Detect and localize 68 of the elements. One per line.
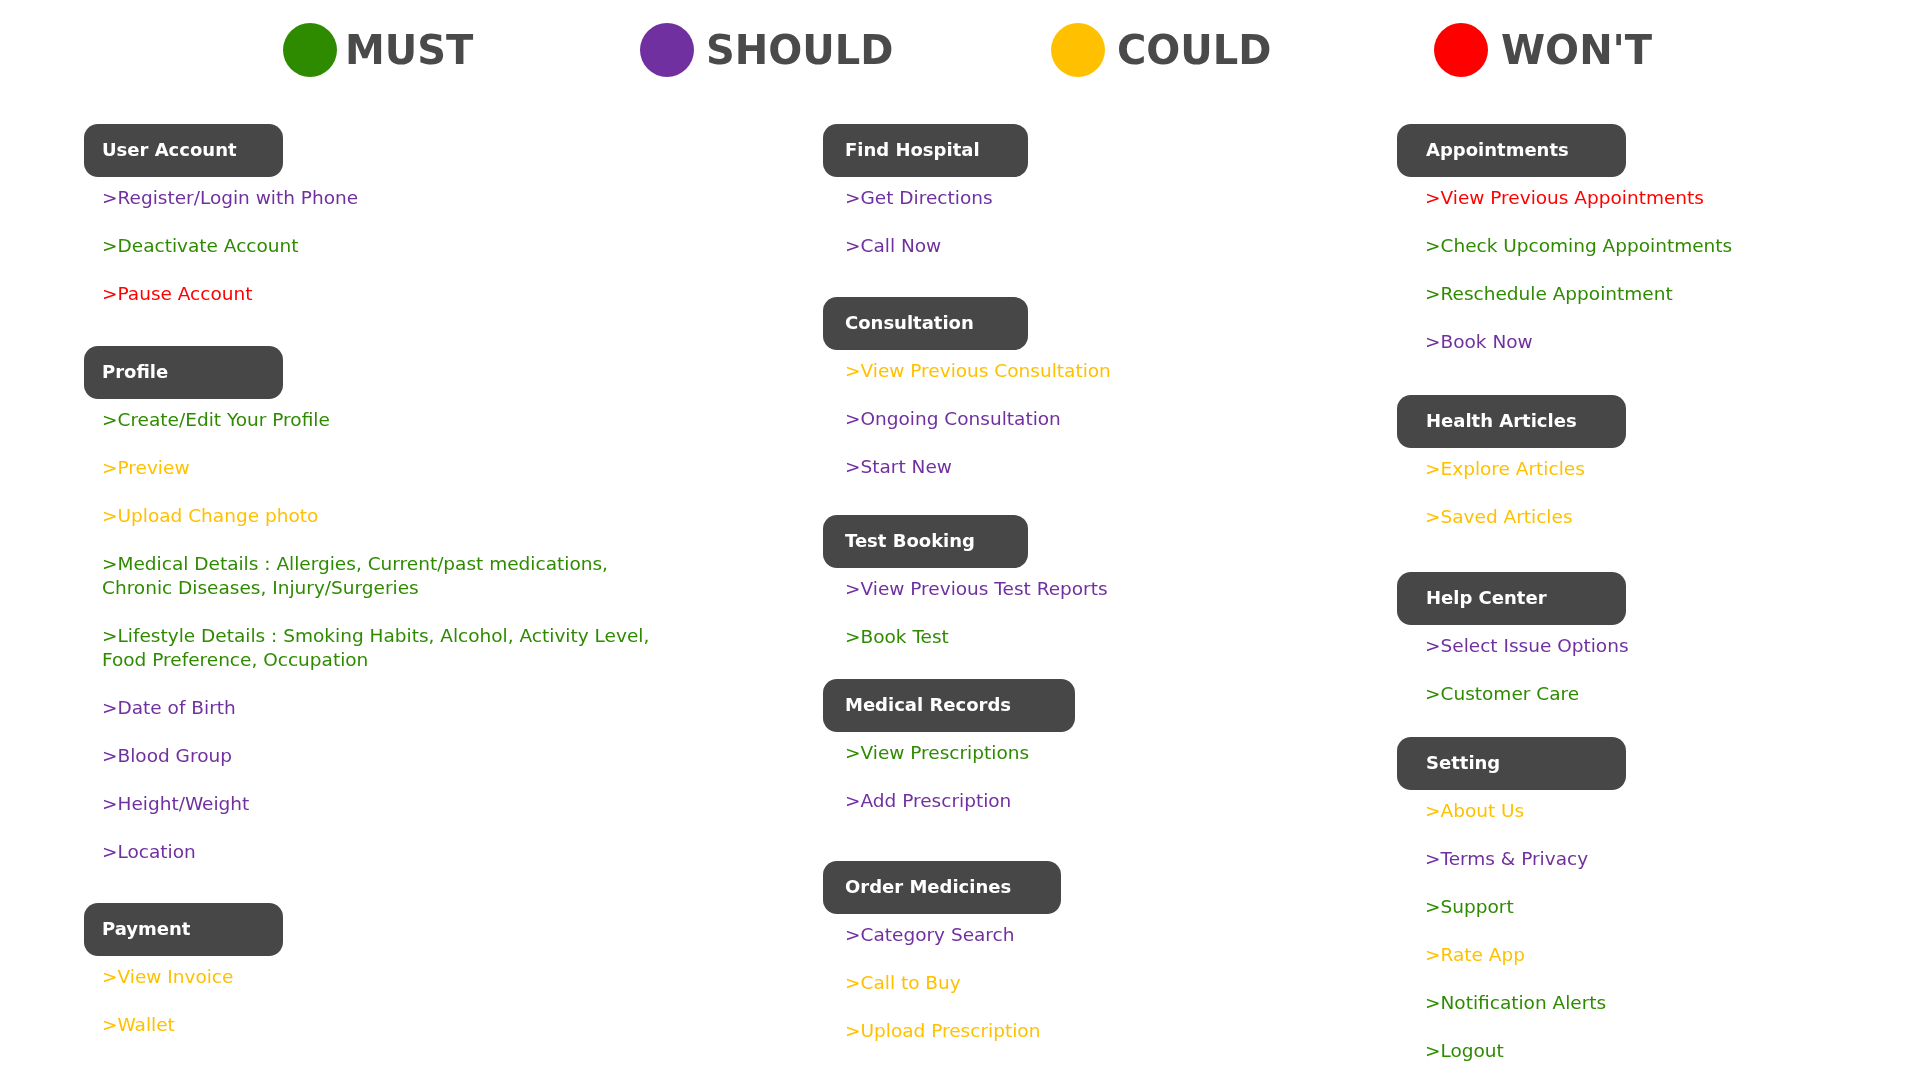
section-title: Medical Records — [845, 694, 1012, 716]
feature-item: >Blood Group — [102, 744, 232, 768]
feature-item: >Call Now — [845, 234, 942, 258]
feature-item: >View Previous Consultation — [845, 359, 1111, 383]
feature-item: >Register/Login with Phone — [102, 186, 359, 210]
section-title: Payment — [102, 918, 192, 940]
section-header — [84, 123, 283, 177]
feature-item: >Book Now — [1425, 330, 1533, 354]
feature-item: >Notification Alerts — [1425, 991, 1607, 1015]
feature-item: >Preview — [102, 456, 190, 480]
section-header — [1397, 394, 1626, 448]
section-header — [1397, 123, 1626, 177]
feature-item: >Date of Birth — [102, 696, 236, 720]
feature-item: >Check Upcoming Appointments — [1425, 234, 1733, 258]
section-header — [84, 345, 283, 399]
section-title: Appointments — [1426, 139, 1570, 161]
legend-label: COULD — [1117, 26, 1272, 74]
feature-item: >Saved Articles — [1425, 505, 1573, 529]
section-header — [823, 123, 1028, 177]
section-title: Find Hospital — [845, 139, 981, 161]
feature-item: >Support — [1425, 895, 1514, 919]
section-title: Profile — [102, 361, 170, 383]
feature-item: >Book Test — [845, 625, 949, 649]
feature-item: >View Invoice — [102, 965, 234, 989]
section-title: Order Medicines — [845, 876, 1013, 898]
section-header — [84, 902, 283, 956]
feature-item: >Start New — [845, 455, 952, 479]
section-title: Consultation — [845, 312, 975, 334]
legend-label: SHOULD — [706, 26, 894, 74]
feature-item: >Call to Buy — [845, 971, 961, 995]
feature-item: >View Prescriptions — [845, 741, 1030, 765]
section-header — [1397, 736, 1626, 790]
section-header — [823, 860, 1061, 914]
feature-item: >Reschedule Appointment — [1425, 282, 1673, 306]
legend-label: WON'T — [1501, 26, 1653, 74]
section-header — [823, 678, 1075, 732]
feature-item: >Ongoing Consultation — [845, 407, 1061, 431]
feature-item: >Category Search — [845, 923, 1015, 947]
feature-item: >Deactivate Account — [102, 234, 299, 258]
section-header — [823, 296, 1028, 350]
section-title: Health Articles — [1426, 410, 1578, 432]
section-title: Test Booking — [845, 530, 976, 552]
feature-item: >Rate App — [1425, 943, 1525, 967]
feature-item: >Select Issue Options — [1425, 634, 1629, 658]
feature-item: >Lifestyle Details : Smoking Habits, Alcohol, Activity Level, Food Preference, Occupation — [102, 624, 651, 672]
feature-item: >Logout — [1425, 1039, 1504, 1063]
feature-item: >Location — [102, 840, 196, 864]
feature-item: >Terms & Privacy — [1425, 847, 1589, 871]
feature-item: >Get Directions — [845, 186, 993, 210]
feature-item: >About Us — [1425, 799, 1525, 823]
section-title: User Account — [102, 139, 238, 161]
feature-item: >Upload Prescription — [845, 1019, 1041, 1043]
feature-item: >Add Prescription — [845, 789, 1012, 813]
feature-item: >Pause Account — [102, 282, 253, 306]
feature-item: >Customer Care — [1425, 682, 1580, 706]
legend-label: MUST — [345, 26, 474, 74]
section-header — [1397, 571, 1626, 625]
feature-item: >Explore Articles — [1425, 457, 1585, 481]
feature-item: >View Previous Appointments — [1425, 186, 1704, 210]
feature-item: >Upload Change photo — [102, 504, 319, 528]
feature-item: >Height/Weight — [102, 792, 250, 816]
feature-item: >Wallet — [102, 1013, 175, 1037]
feature-item: >View Previous Test Reports — [845, 577, 1108, 601]
feature-item: >Medical Details : Allergies, Current/past medications, Chronic Diseases, Injury/Surgeries — [102, 552, 609, 600]
feature-item: >Create/Edit Your Profile — [102, 408, 330, 432]
section-header — [823, 514, 1028, 568]
section-title: Help Center — [1426, 587, 1548, 609]
section-title: Setting — [1426, 752, 1502, 774]
